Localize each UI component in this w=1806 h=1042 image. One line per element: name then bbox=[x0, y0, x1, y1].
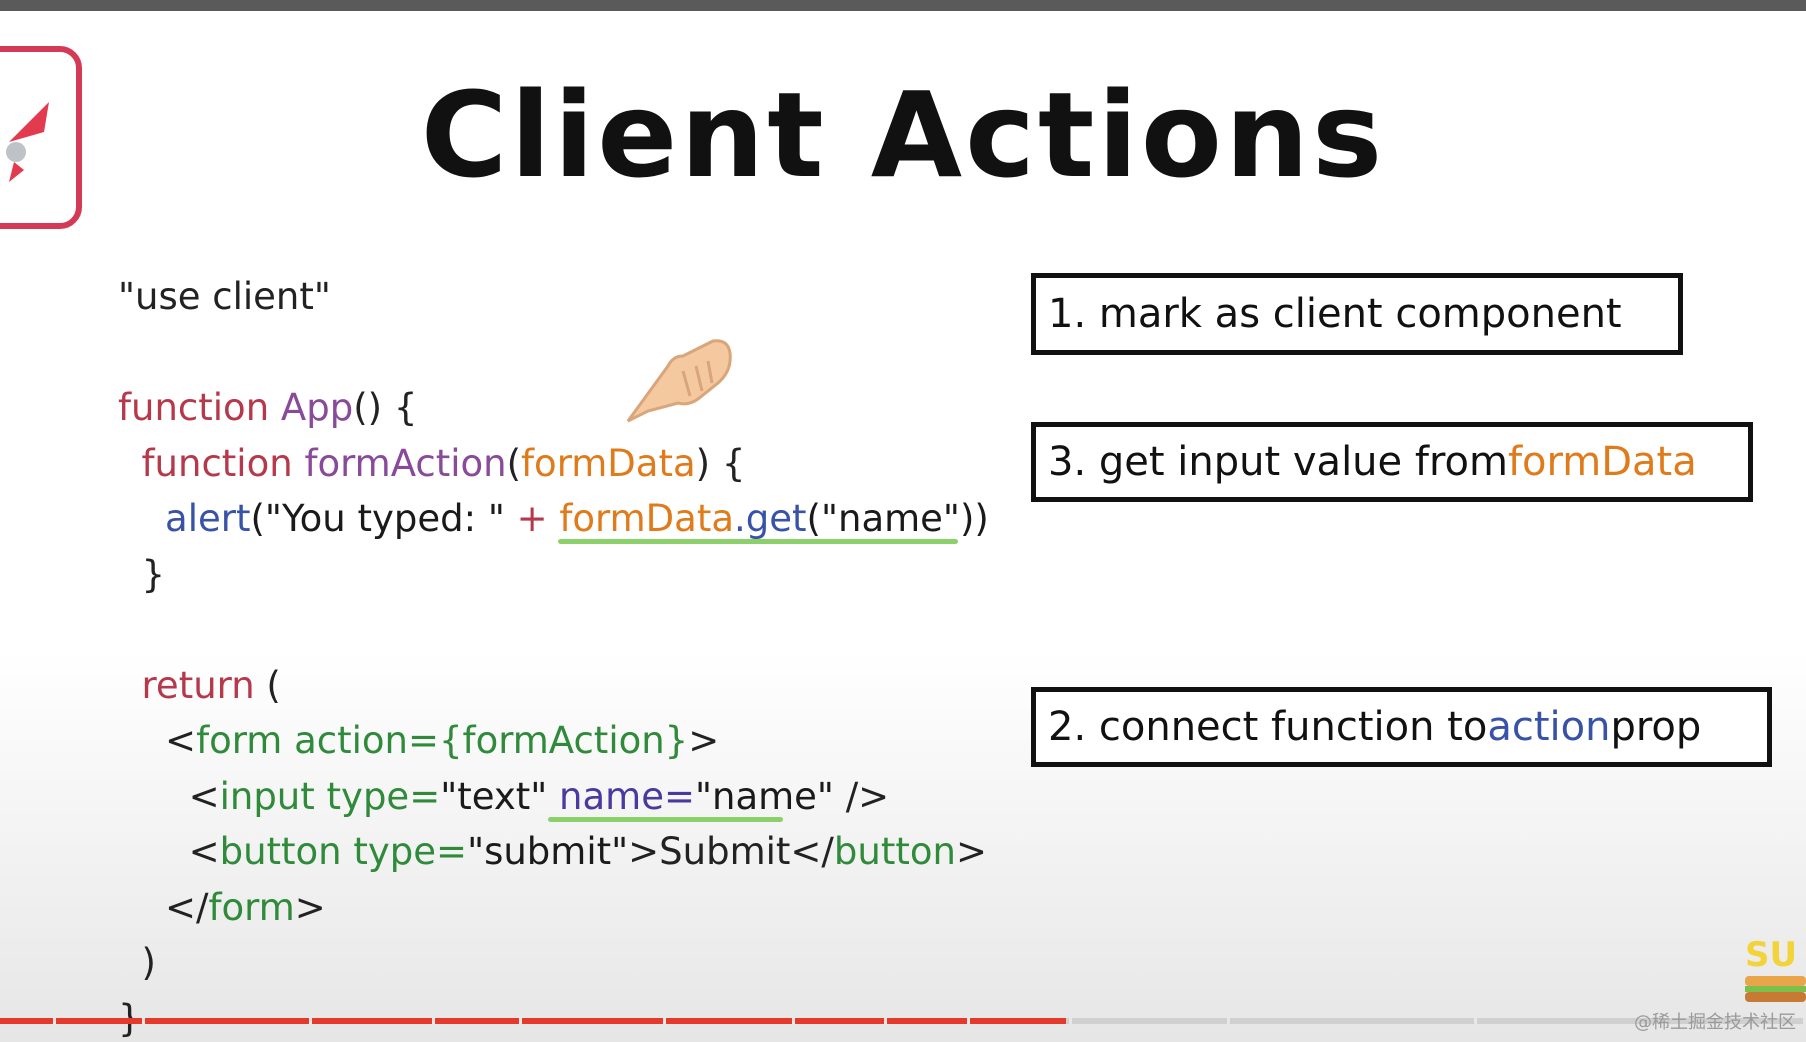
code-punct: > bbox=[688, 719, 720, 762]
code-punct: ( bbox=[506, 441, 522, 485]
code-punct: () { bbox=[353, 386, 418, 429]
code-line-9: <input type="text" name="name" /> bbox=[118, 769, 989, 825]
note-get-input-value: 3. get input value from formData bbox=[1031, 422, 1753, 502]
code-jsx-tag: input bbox=[219, 774, 315, 818]
code-string: "name" bbox=[694, 774, 834, 818]
progress-played-segment bbox=[56, 1018, 142, 1024]
note-mark-client: 1. mark as client component bbox=[1031, 273, 1683, 355]
progress-remaining-segment bbox=[1065, 1018, 1069, 1024]
progress-played-segment bbox=[145, 1018, 309, 1024]
code-jsx-tag: button bbox=[833, 830, 956, 873]
code-punct: ) bbox=[141, 941, 156, 984]
code-keyword: function bbox=[141, 441, 293, 485]
progress-played-segment bbox=[666, 1018, 792, 1024]
code-line-11: </form> bbox=[118, 880, 989, 936]
code-jsx-tag: form bbox=[208, 885, 295, 929]
code-line-3: function formAction(formData) { bbox=[118, 436, 989, 492]
progress-played-segment bbox=[887, 1018, 967, 1024]
note-highlight: formData bbox=[1507, 439, 1697, 485]
slide-title: Client Actions bbox=[420, 66, 1386, 204]
code-block: "use client" function App() { function f… bbox=[118, 269, 989, 1042]
note-connect-function: 2. connect function to action prop bbox=[1031, 687, 1772, 767]
code-text: >Submit</ bbox=[628, 830, 834, 873]
channel-logo-icon: SU bbox=[1745, 935, 1806, 1002]
code-param: formData bbox=[521, 441, 696, 485]
code-jsx-attr: type= bbox=[314, 774, 441, 818]
watermark: @稀土掘金技术社区 bbox=[1634, 1012, 1796, 1033]
code-jsx-tag: form bbox=[196, 719, 283, 762]
progress-played-segment bbox=[0, 1018, 53, 1024]
note-text: 3. get input value from bbox=[1048, 439, 1508, 485]
code-line-5: } bbox=[118, 547, 989, 603]
code-line-4: alert("You typed: " + formData.get("name… bbox=[118, 491, 989, 547]
progress-remaining-segment bbox=[1230, 1018, 1474, 1024]
code-fn-name: formAction bbox=[292, 441, 507, 485]
note-text: 2. connect function to bbox=[1048, 704, 1488, 750]
svg-text:SU: SU bbox=[1745, 935, 1797, 975]
code-method: .get bbox=[734, 497, 807, 540]
slide: Client Actions "use client" function App… bbox=[0, 11, 1806, 1042]
code-string: ("You typed: " bbox=[250, 497, 505, 540]
code-operator: + bbox=[504, 497, 560, 540]
code-use-client: "use client" bbox=[118, 275, 331, 318]
progress-remaining-segment bbox=[1477, 1018, 1803, 1024]
note-text: 1. mark as client component bbox=[1048, 291, 1622, 337]
code-call: alert bbox=[165, 497, 251, 540]
progress-remaining-segment bbox=[1072, 1018, 1227, 1024]
code-punct: < bbox=[165, 719, 197, 762]
code-line-empty bbox=[118, 602, 989, 658]
code-line-2: function App() { bbox=[118, 380, 989, 436]
code-jsx-tag: button bbox=[219, 830, 342, 873]
code-line-7: return ( bbox=[118, 658, 989, 714]
code-fn-name: App bbox=[269, 386, 354, 429]
pointing-hand-icon bbox=[626, 339, 732, 423]
video-progress-bar[interactable] bbox=[0, 1018, 1806, 1024]
note-text: prop bbox=[1610, 704, 1702, 750]
code-punct: > bbox=[955, 830, 987, 873]
code-jsx-attr: name= bbox=[547, 774, 695, 818]
code-line-13: } bbox=[118, 991, 989, 1042]
code-string: "text" bbox=[440, 774, 548, 818]
progress-played-segment bbox=[970, 1018, 1066, 1024]
code-keyword: function bbox=[118, 386, 270, 429]
progress-played-segment bbox=[435, 1018, 519, 1024]
note-highlight: action bbox=[1487, 704, 1611, 750]
code-keyword: return bbox=[141, 663, 255, 707]
code-string: ("name")) bbox=[806, 497, 989, 540]
code-param: formData bbox=[559, 497, 735, 540]
code-punct: /> bbox=[833, 774, 890, 818]
code-line-8: <form action={formAction}> bbox=[118, 713, 989, 769]
code-punct: ( bbox=[254, 663, 281, 707]
code-line-empty bbox=[118, 325, 989, 381]
code-string: "submit" bbox=[467, 830, 629, 873]
code-jsx-attr: type= bbox=[341, 830, 468, 873]
video-top-strip bbox=[0, 0, 1806, 11]
code-line-1: "use client" bbox=[118, 269, 989, 325]
code-punct: < bbox=[188, 774, 220, 818]
code-line-12: ) bbox=[118, 935, 989, 991]
progress-played-segment bbox=[312, 1018, 432, 1024]
code-punct: > bbox=[294, 885, 326, 929]
code-line-10: <button type="submit">Submit</button> bbox=[118, 824, 989, 880]
formdata-get-underline bbox=[558, 539, 958, 544]
rocket-icon bbox=[6, 102, 49, 182]
code-jsx-attr: action= bbox=[282, 719, 439, 762]
code-punct: } bbox=[141, 552, 166, 596]
name-attr-underline bbox=[548, 816, 783, 822]
code-punct: < bbox=[188, 830, 220, 873]
app-logo-tile bbox=[0, 46, 82, 229]
code-punct: ) { bbox=[695, 441, 746, 485]
code-jsx-value: {formAction} bbox=[439, 719, 689, 762]
code-punct: </ bbox=[165, 885, 209, 929]
progress-played-segment bbox=[795, 1018, 884, 1024]
progress-played-segment bbox=[522, 1018, 663, 1024]
